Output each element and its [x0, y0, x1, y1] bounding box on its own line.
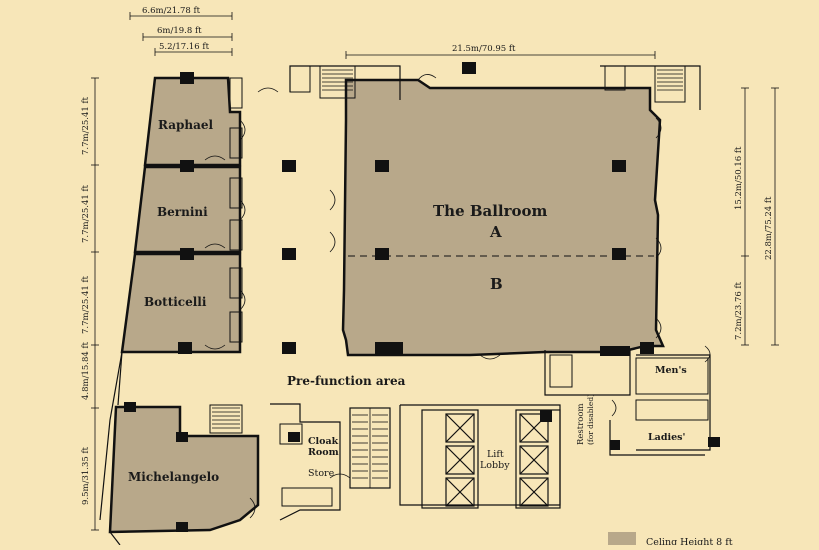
dimension-lines [91, 12, 779, 531]
partition-strips [209, 65, 709, 507]
dim-top2: 6m/19.8 ft [157, 26, 202, 36]
lifts [421, 409, 561, 509]
dim-ballroom-a: 15.2m/50.16 ft [734, 146, 744, 210]
label-lift: Lift [487, 449, 504, 460]
label-prefunction: Pre-function area [287, 374, 406, 388]
label-botticelli: Botticelli [144, 295, 207, 309]
escalators [349, 407, 391, 489]
dim-ballroom-total: 22.8m/75.24 ft [764, 196, 774, 260]
legend-swatch [608, 532, 636, 545]
dim-bernini: 7.7m/25.41 ft [81, 184, 91, 243]
label-mens: Men's [655, 365, 687, 376]
stairs [212, 69, 683, 429]
label-restroom: Restroom [576, 403, 586, 445]
label-room: Room [308, 447, 339, 458]
dim-top3: 5.2/17.16 ft [159, 42, 210, 52]
label-ladies: Ladies' [648, 432, 685, 443]
door-swings [204, 74, 711, 519]
dim-ballroom-width: 21.5m/70.95 ft [452, 44, 516, 54]
dim-ballroom-b: 7.2m/23.76 ft [734, 281, 744, 340]
columns [124, 62, 720, 532]
label-bernini: Bernini [157, 205, 208, 219]
label-section-b: B [490, 275, 503, 293]
legend-label: Celing Height 8 ft [646, 537, 733, 545]
label-lobby: Lobby [480, 460, 510, 471]
label-cloak: Cloak [308, 436, 339, 447]
label-raphael: Raphael [158, 118, 214, 132]
michelangelo-area[interactable] [108, 405, 260, 534]
label-michelangelo: Michelangelo [128, 470, 219, 484]
label-ballroom: The Ballroom [433, 202, 548, 220]
dim-corridor: 4.8m/15.84 ft [81, 341, 91, 400]
label-restroom-disabled: (for disabled) [586, 394, 595, 445]
label-store: Store [308, 468, 335, 479]
label-section-a: A [489, 223, 502, 241]
dim-botticelli: 7.7m/25.41 ft [81, 275, 91, 334]
dim-raphael: 7.7m/25.41 ft [81, 96, 91, 155]
dim-top1: 6.6m/21.78 ft [142, 6, 201, 16]
dim-michelangelo: 9.5m/31.35 ft [81, 446, 91, 505]
